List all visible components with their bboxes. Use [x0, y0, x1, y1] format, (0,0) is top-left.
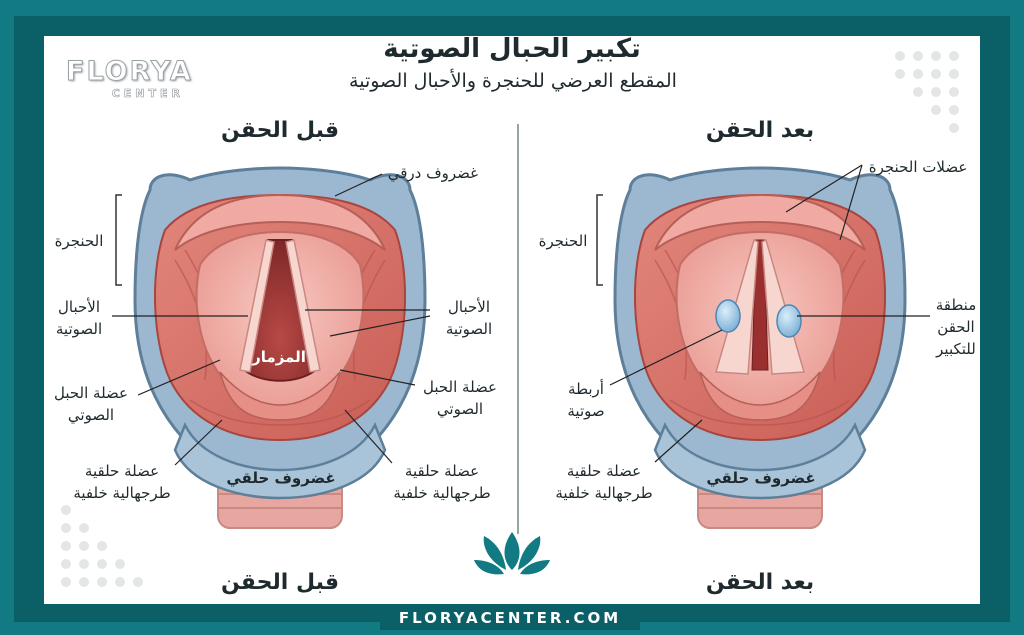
page-subtitle: المقطع العرضي للحنجرة والأحبال الصوتية	[349, 70, 677, 92]
label-vocal-muscle-right-2: الصوتي	[436, 400, 484, 418]
label-pca-right-1: عضلة حلقية	[404, 462, 480, 480]
leader-lines-right	[609, 164, 930, 463]
panel-divider	[517, 124, 519, 534]
label-vocal-cords-left-1: الأحبال	[58, 298, 100, 316]
larynx-after	[613, 166, 907, 529]
after-heading-top: بعد الحقن	[705, 118, 815, 143]
label-glottis: المزمار	[252, 348, 306, 366]
label-larynx-muscles: عضلات الحنجرة	[868, 158, 968, 176]
logo-sub: CENTER	[111, 87, 184, 101]
before-heading-top: قبل الحقن	[221, 118, 339, 143]
florya-logo: FLORYA CENTER	[66, 56, 193, 102]
label-vocal-cords-left-2: الصوتية	[55, 320, 103, 338]
label-ligaments-2: صوتية	[567, 402, 605, 420]
label-vocal-muscle-left-2: الصوتي	[67, 406, 115, 424]
larynx-bracket-right	[596, 194, 603, 286]
injection-site-left	[715, 299, 741, 333]
decorative-dots-bottom-left	[61, 505, 143, 587]
decorative-dots-top-right	[895, 51, 959, 133]
injection-site-right	[776, 304, 802, 338]
label-injection-2: الحقن	[937, 318, 975, 336]
label-vocal-cords-right-1: الأحبال	[448, 298, 490, 316]
footer-bar: FLORYACENTER.COM	[380, 606, 640, 630]
florya-leaf-logo	[474, 532, 550, 575]
logo-word: FLORYA	[66, 56, 193, 88]
label-ligaments-1: أربطة	[568, 380, 604, 398]
label-pca-left-2: طرجهالية خلفية	[73, 484, 171, 502]
leader-lines-left	[112, 173, 431, 466]
label-cricoid-left: غضروف حلقي	[226, 469, 336, 487]
label-pca-after-2: طرجهالية خلفية	[555, 484, 653, 502]
label-pca-right-2: طرجهالية خلفية	[393, 484, 491, 502]
label-injection-3: للتكبير	[936, 340, 976, 358]
after-heading-bottom: بعد الحقن	[705, 570, 815, 595]
footer-url[interactable]: FLORYACENTER.COM	[398, 609, 622, 627]
label-vocal-muscle-right-1: عضلة الحبل	[422, 378, 498, 396]
label-vocal-muscle-left-1: عضلة الحبل	[53, 384, 129, 402]
before-heading-bottom: قبل الحقن	[221, 570, 339, 595]
label-injection-1: منطقة	[935, 296, 977, 314]
label-cricoid-right: غضروف حلقي	[706, 469, 816, 487]
label-pca-left-1: عضلة حلقية	[84, 462, 160, 480]
label-vocal-cords-right-2: الصوتية	[445, 320, 493, 338]
larynx-before	[133, 166, 427, 529]
page-title: تكبير الحبال الصوتية	[383, 34, 641, 64]
label-larynx-left: الحنجرة	[54, 232, 104, 250]
label-thyroid-cartilage: غضروف درقي	[387, 164, 478, 182]
label-larynx-right: الحنجرة	[538, 232, 588, 250]
larynx-bracket-left	[115, 194, 122, 286]
label-pca-after-1: عضلة حلقية	[566, 462, 642, 480]
